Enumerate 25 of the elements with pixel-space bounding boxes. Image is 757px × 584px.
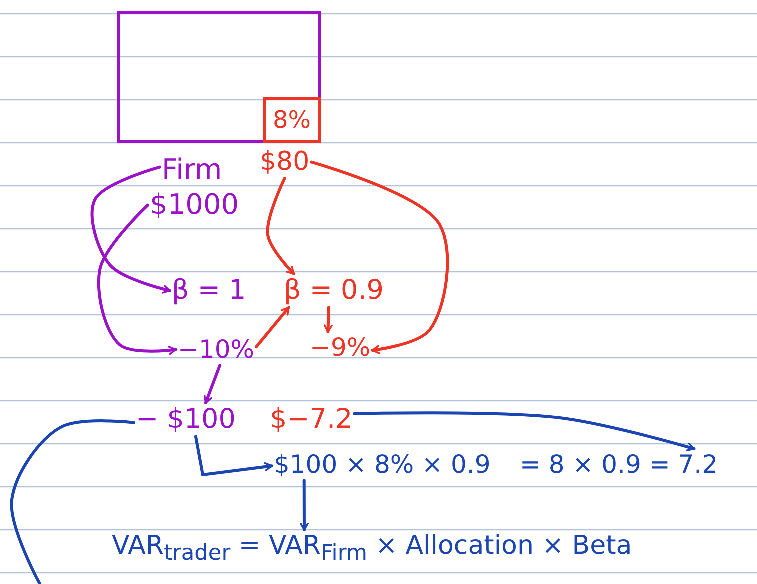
beta-text: β = 0.9 bbox=[284, 276, 384, 306]
arrow bbox=[97, 204, 178, 356]
arrow bbox=[266, 177, 296, 276]
arrow bbox=[255, 306, 290, 348]
formula-text: $100 × 8% × 0.9 bbox=[274, 451, 491, 478]
percentage-text: −9% bbox=[310, 334, 371, 362]
amount-text: − $100 bbox=[136, 405, 236, 435]
percentage-text: −10% bbox=[178, 336, 255, 364]
arrow bbox=[310, 160, 450, 354]
arrow bbox=[90, 166, 172, 294]
beta-text: β = 1 bbox=[172, 276, 246, 306]
arrow bbox=[324, 306, 333, 334]
arrow bbox=[204, 364, 222, 404]
amount-text: $80 bbox=[260, 148, 310, 177]
heading-text: Firm bbox=[162, 155, 222, 186]
arrow bbox=[194, 435, 274, 477]
formula-text: VAR$_{trader}$ = VAR$_{Firm}$ × Allocation × Beta bbox=[112, 532, 632, 566]
amount-text: $−7.2 bbox=[270, 405, 353, 435]
percentage-box: 8% bbox=[263, 97, 321, 143]
arrow bbox=[300, 479, 309, 532]
arrow bbox=[353, 412, 696, 452]
curved-line bbox=[10, 420, 136, 584]
frame-box bbox=[117, 11, 321, 143]
formula-text: = 8 × 0.9 = 7.2 bbox=[520, 451, 718, 478]
amount-text: $1000 bbox=[150, 190, 240, 221]
